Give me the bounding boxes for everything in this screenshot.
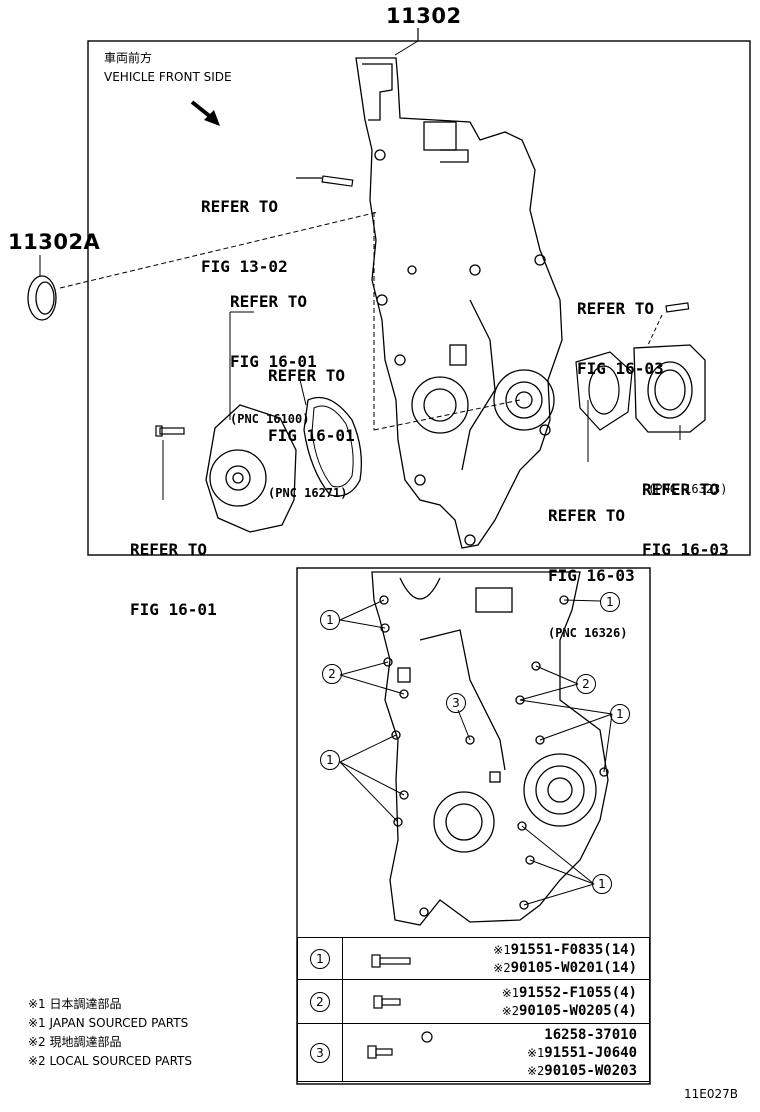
note-japan-sourced-en: ※1 JAPAN SOURCED PARTS [28, 1016, 189, 1030]
part-line[interactable]: ※290105-W0203 [527, 1062, 637, 1079]
callout-1: 1 [310, 949, 330, 969]
refer-fig-16-03[interactable]: REFER TO FIG 16-03 [577, 259, 664, 399]
refer-line1: REFER TO [268, 366, 346, 385]
refer-fig-13-02[interactable]: REFER TO FIG 13-02 [201, 157, 288, 297]
refer-line1: REFER TO [548, 506, 626, 525]
refer-line1: REFER TO [577, 299, 655, 318]
timing-cover-drawing [355, 57, 563, 549]
direction-label-en: VEHICLE FRONT SIDE [104, 70, 232, 84]
callout-1: 1 [320, 750, 340, 770]
refer-pnc: (PNC 16100) [230, 412, 310, 426]
part-number-11302: 11302 [386, 4, 462, 28]
bolt-icon [665, 302, 690, 313]
note-local-sourced-jp: ※2 現地調達部品 [28, 1035, 122, 1049]
parts-table-row: 1 ※191551-F0835(14) ※290105-W0201(14) [297, 937, 650, 980]
refer-line2: FIG 13-02 [201, 257, 288, 276]
refer-fig-16-01[interactable]: REFER TO FIG 16-01 [130, 500, 217, 640]
figure-code: 11E027B [684, 1087, 738, 1101]
parts-table-row: 2 ※191552-F1055(4) ※290105-W0205(4) [297, 979, 650, 1024]
callout-1: 1 [610, 704, 630, 724]
refer-line2: FIG 16-01 [130, 600, 217, 619]
lower-frame [296, 567, 651, 1085]
direction-label-jp: 車両前方 [104, 51, 153, 65]
water-pump-icon [205, 404, 297, 533]
refer-line1: REFER TO [130, 540, 208, 559]
refer-fig-16-03-pnc-16326[interactable]: REFER TO FIG 16-03 (PNC 16326) [548, 466, 635, 660]
water-outlet-icon [633, 344, 706, 433]
callout-2: 2 [322, 664, 342, 684]
part-line[interactable]: ※290105-W0201(14) [493, 959, 637, 976]
refer-fig-16-01-pnc-16100[interactable]: REFER TO FIG 16-01 (PNC 16100) [230, 252, 317, 446]
parts-table: 1 ※191551-F0835(14) ※290105-W0201(14) 2 … [297, 937, 650, 1082]
part-line[interactable]: ※191551-F0835(14) [493, 941, 637, 958]
part-number-11302a: 11302A [8, 230, 101, 254]
bolt-icon [155, 425, 185, 437]
gasket-icon [575, 351, 633, 431]
callout-2: 2 [310, 992, 330, 1012]
bolt-icon [296, 175, 354, 187]
callout-1: 1 [600, 592, 620, 612]
upper-frame [87, 40, 751, 556]
parts-table-row: 3 16258-37010 ※191551-J0640 ※290105-W020… [297, 1023, 650, 1082]
oil-seal-icon [27, 275, 57, 321]
callout-3: 3 [446, 693, 466, 713]
callout-3: 3 [310, 1043, 330, 1063]
timing-cover-bolt-map [371, 571, 609, 926]
refer-line2: FIG 16-01 [230, 352, 317, 371]
part-line[interactable]: ※191551-J0640 [527, 1044, 637, 1061]
callout-1: 1 [320, 610, 340, 630]
refer-pnc: (PNC 16326) [548, 626, 628, 640]
refer-pnc-16323: (PNC 16323) [648, 482, 728, 496]
front-direction-arrow-icon [190, 100, 220, 126]
refer-pnc: (PNC 16271) [268, 486, 348, 500]
callout-2: 2 [576, 674, 596, 694]
refer-line2: FIG 16-03 [548, 566, 635, 585]
note-japan-sourced-jp: ※1 日本調達部品 [28, 997, 122, 1011]
callout-1: 1 [592, 874, 612, 894]
refer-fig-16-01-pnc-16271[interactable]: REFER TO FIG 16-01 (PNC 16271) [268, 326, 355, 520]
note-local-sourced-en: ※2 LOCAL SOURCED PARTS [28, 1054, 192, 1068]
part-line[interactable]: ※290105-W0205(4) [501, 1002, 637, 1019]
gasket-icon [303, 396, 363, 497]
refer-line2: FIG 16-03 [642, 540, 729, 559]
part-line[interactable]: 16258-37010 [544, 1026, 637, 1043]
refer-fig-16-03-pnc-16323[interactable]: REFER TO FIG 16-03 [642, 440, 729, 580]
refer-line2: FIG 16-01 [268, 426, 355, 445]
refer-line2: FIG 16-03 [577, 359, 664, 378]
refer-line1: REFER TO [642, 480, 720, 499]
part-line[interactable]: ※191552-F1055(4) [501, 984, 637, 1001]
refer-line1: REFER TO [230, 292, 308, 311]
refer-line1: REFER TO [201, 197, 279, 216]
